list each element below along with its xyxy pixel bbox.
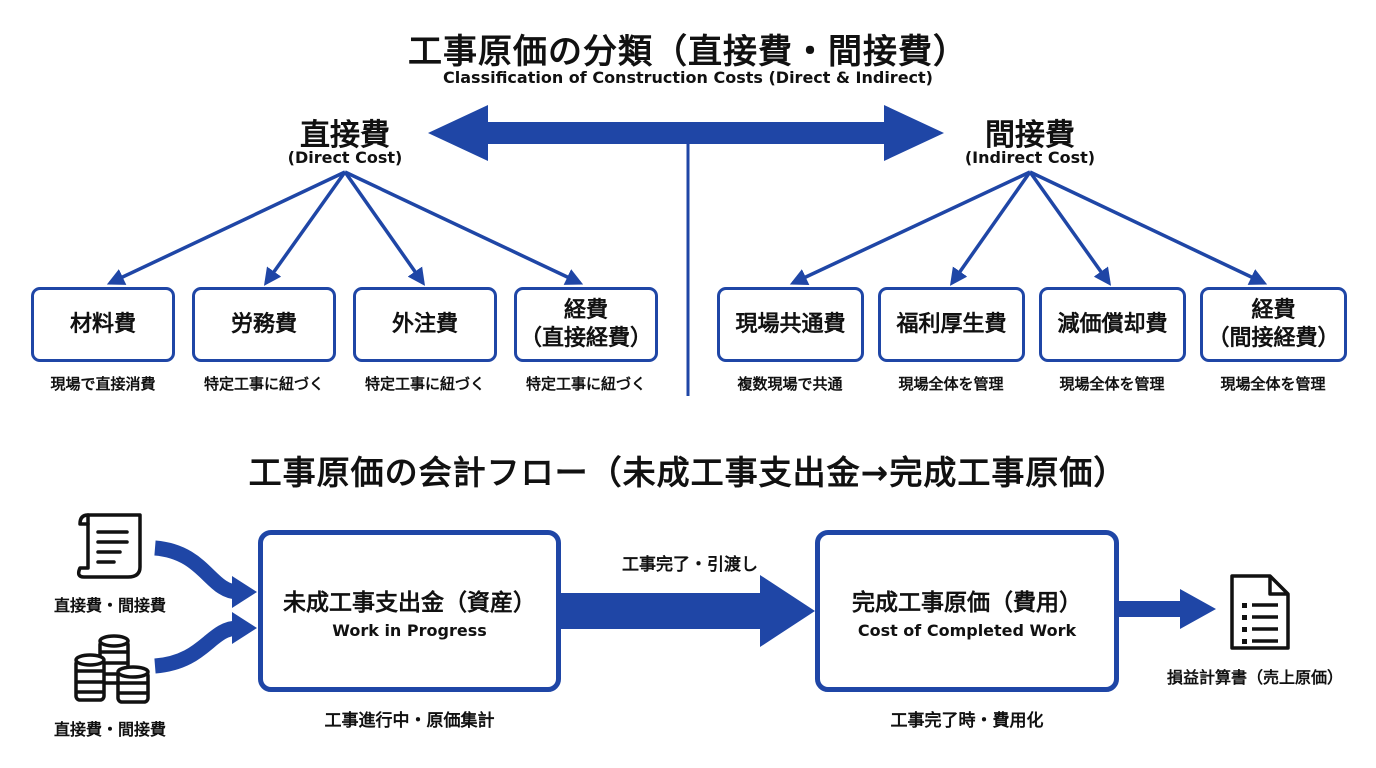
indirect-item-box: 経費 （間接経費） [1200, 287, 1347, 362]
completed-box: 完成工事原価（費用） Cost of Completed Work [815, 530, 1119, 692]
indirect-item-box: 減価償却費 [1039, 287, 1186, 362]
transfer-label: 工事完了・引渡し [622, 555, 758, 575]
input-label-bottom: 直接費・間接費 [53, 720, 166, 739]
wip-label: 未成工事支出金（資産） [283, 589, 536, 616]
transfer-arrow [560, 575, 815, 647]
direct-item-label: 材料費 [69, 311, 136, 337]
indirect-item-note: 現場全体を管理 [1220, 375, 1326, 393]
output-label: 損益計算書（売上原価） [1166, 668, 1343, 687]
wip-label-en: Work in Progress [332, 620, 487, 640]
direct-item-label: 経費 [563, 297, 608, 323]
document-icon [76, 513, 142, 579]
direct-item-sublabel: （直接経費） [519, 325, 652, 351]
wip-box: 未成工事支出金（資産） Work in Progress [258, 530, 561, 692]
completed-label: 完成工事原価（費用） [852, 589, 1082, 616]
direct-item-note: 現場で直接消費 [50, 375, 156, 393]
input-arrow-top [154, 540, 239, 600]
indirect-item-sublabel: （間接経費） [1207, 325, 1340, 351]
indirect-item-label: 減価償却費 [1057, 311, 1168, 337]
input-arrow-bottom [154, 620, 239, 674]
output-arrow [1118, 589, 1216, 629]
direct-item-label: 外注費 [391, 311, 458, 337]
double-arrow [428, 105, 944, 161]
direct-item-box: 外注費 [353, 287, 497, 362]
direct-item-box: 経費 （直接経費） [514, 287, 658, 362]
coins-icon [74, 634, 150, 704]
completed-label-en: Cost of Completed Work [857, 620, 1077, 640]
indirect-item-label: 現場共通費 [735, 311, 846, 337]
direct-branches [106, 170, 584, 286]
indirect-item-note: 現場全体を管理 [898, 375, 1004, 393]
wip-note: 工事進行中・原価集計 [324, 711, 495, 731]
flow-title: 工事原価の会計フロー（未成工事支出金→完成工事原価） [248, 453, 1128, 492]
classification-title: 工事原価の分類（直接費・間接費） [408, 32, 968, 72]
completed-note: 工事完了時・費用化 [890, 711, 1044, 731]
indirect-item-label: 福利厚生費 [896, 311, 1007, 337]
indirect-item-label: 経費 [1251, 297, 1296, 323]
indirect-item-note: 現場全体を管理 [1059, 375, 1165, 393]
direct-item-box: 材料費 [31, 287, 175, 362]
direct-item-box: 労務費 [192, 287, 336, 362]
input-label-top: 直接費・間接費 [53, 596, 166, 615]
direct-cost-heading: 直接費 [300, 118, 390, 153]
direct-item-note: 特定工事に紐づく [364, 375, 485, 393]
report-icon [1230, 574, 1290, 650]
indirect-item-box: 現場共通費 [717, 287, 864, 362]
indirect-item-box: 福利厚生費 [878, 287, 1025, 362]
direct-item-note: 特定工事に紐づく [203, 375, 324, 393]
indirect-cost-heading: 間接費 [985, 118, 1075, 153]
indirect-branches [789, 170, 1268, 286]
indirect-item-note: 複数現場で共通 [737, 375, 843, 393]
indirect-cost-heading-en: (Indirect Cost) [964, 148, 1096, 167]
direct-item-label: 労務費 [230, 311, 297, 337]
direct-cost-heading-en: (Direct Cost) [287, 148, 403, 167]
classification-subtitle: Classification of Construction Costs (Di… [443, 68, 933, 87]
direct-item-note: 特定工事に紐づく [525, 375, 646, 393]
